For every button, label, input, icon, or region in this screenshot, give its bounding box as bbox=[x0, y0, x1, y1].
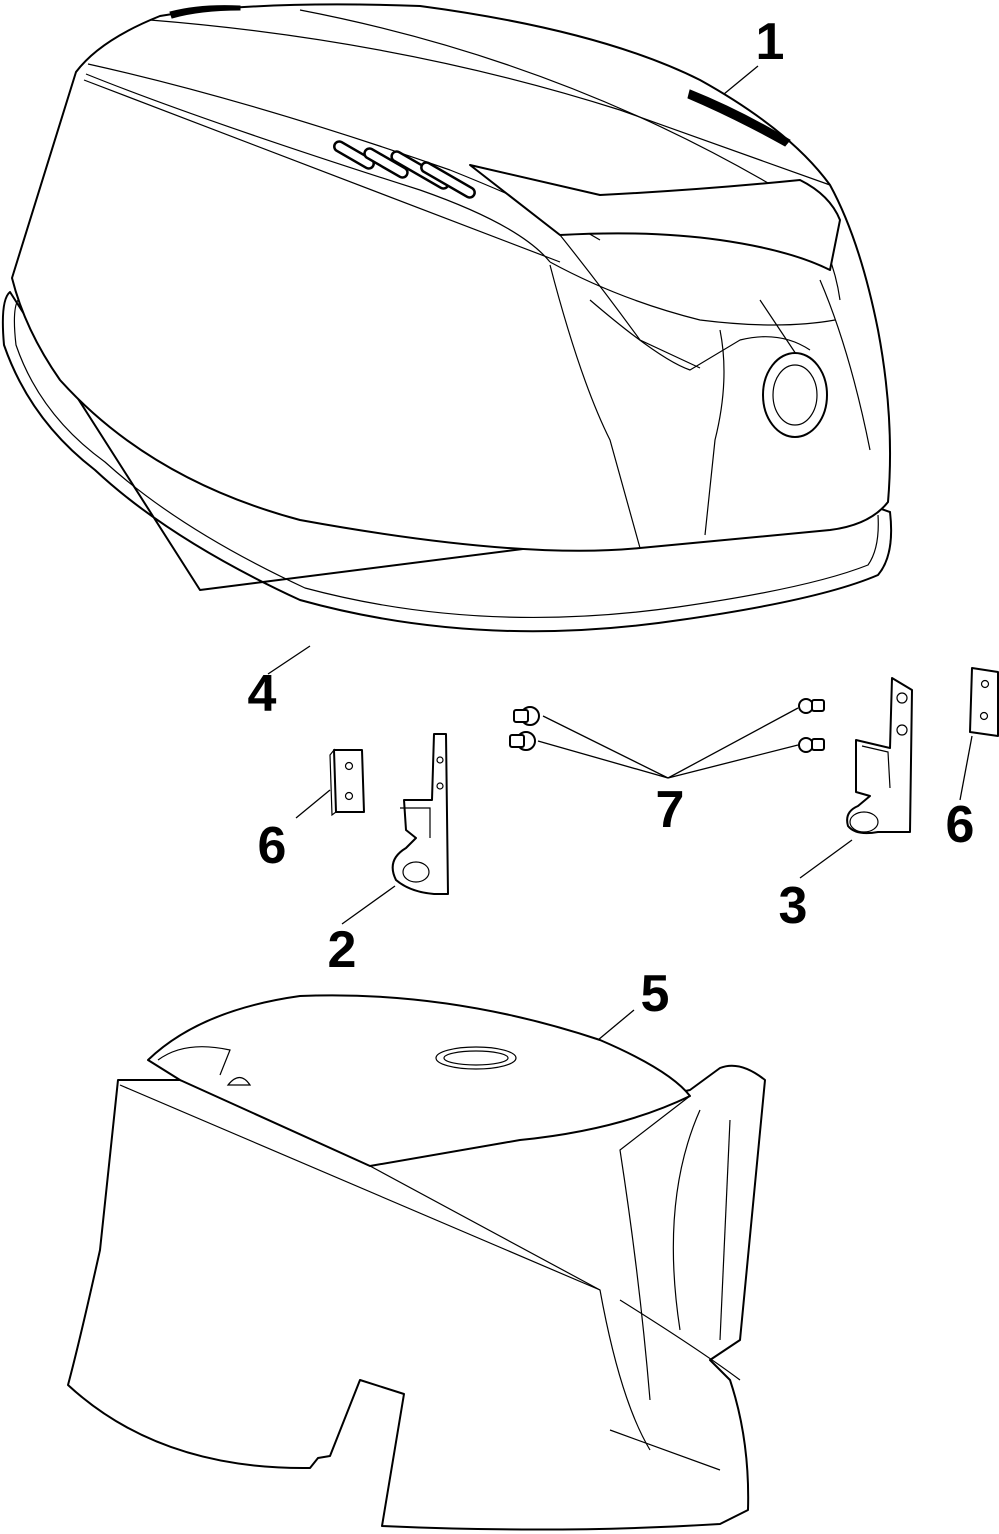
leader-7c bbox=[667, 707, 799, 779]
leader-6b bbox=[959, 735, 973, 801]
leader-1 bbox=[723, 65, 759, 95]
callout-1: 1 bbox=[756, 13, 785, 71]
callout-labels: 1 2 3 4 5 6 6 7 bbox=[248, 13, 975, 1023]
callout-2: 2 bbox=[328, 921, 357, 979]
leader-7d bbox=[667, 744, 799, 779]
leader-5 bbox=[597, 1009, 635, 1041]
leader-7b bbox=[537, 740, 669, 779]
right-latch-plate bbox=[969, 667, 999, 737]
left-latch-bracket bbox=[391, 733, 449, 895]
callout-6-left: 6 bbox=[258, 817, 287, 875]
leader-2 bbox=[341, 885, 396, 925]
bottom-cowl bbox=[67, 994, 766, 1531]
leader-7a bbox=[542, 715, 669, 779]
leader-lines bbox=[267, 65, 973, 1041]
callout-7: 7 bbox=[656, 781, 685, 839]
cowl-seal bbox=[1, 291, 893, 633]
callout-5: 5 bbox=[641, 965, 670, 1023]
callout-6-right: 6 bbox=[946, 796, 975, 854]
callout-3: 3 bbox=[779, 877, 808, 935]
left-latch-plate bbox=[329, 748, 365, 817]
leader-3 bbox=[799, 839, 853, 879]
top-cowl bbox=[11, 3, 892, 552]
right-latch-bracket bbox=[846, 677, 913, 835]
callout-4: 4 bbox=[248, 665, 277, 723]
leader-4 bbox=[267, 645, 311, 675]
screws bbox=[509, 698, 825, 753]
leader-6a bbox=[295, 789, 331, 819]
